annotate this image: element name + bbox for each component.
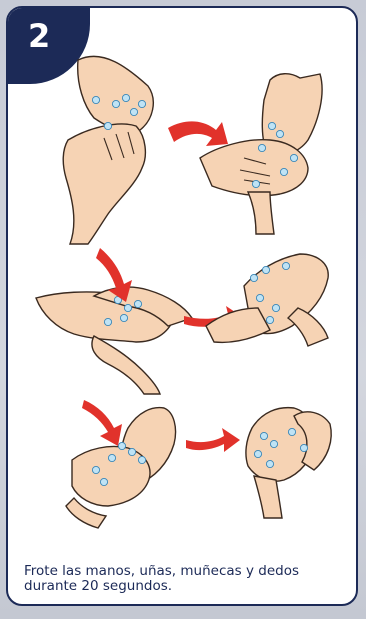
caption-line-2: durante 20 segundos. <box>24 579 354 594</box>
arrow-right-1 <box>168 121 228 146</box>
arrow-down-2 <box>82 400 122 446</box>
hands-rub-back-2 <box>206 254 328 346</box>
caption-line-1: Frote las manos, uñas, muñecas y dedos <box>24 564 354 579</box>
arrow-right-3 <box>186 428 240 452</box>
hands-rub-wrist-2 <box>200 74 322 234</box>
hands-rub-wrist-1 <box>63 56 153 244</box>
hands-rub-palms-2 <box>246 408 331 518</box>
handwashing-illustrations <box>8 8 358 548</box>
hands-rub-fingertips-1 <box>36 287 192 394</box>
instruction-card: 2 <box>6 6 358 606</box>
instruction-caption: Frote las manos, uñas, muñecas y dedos d… <box>24 564 354 594</box>
